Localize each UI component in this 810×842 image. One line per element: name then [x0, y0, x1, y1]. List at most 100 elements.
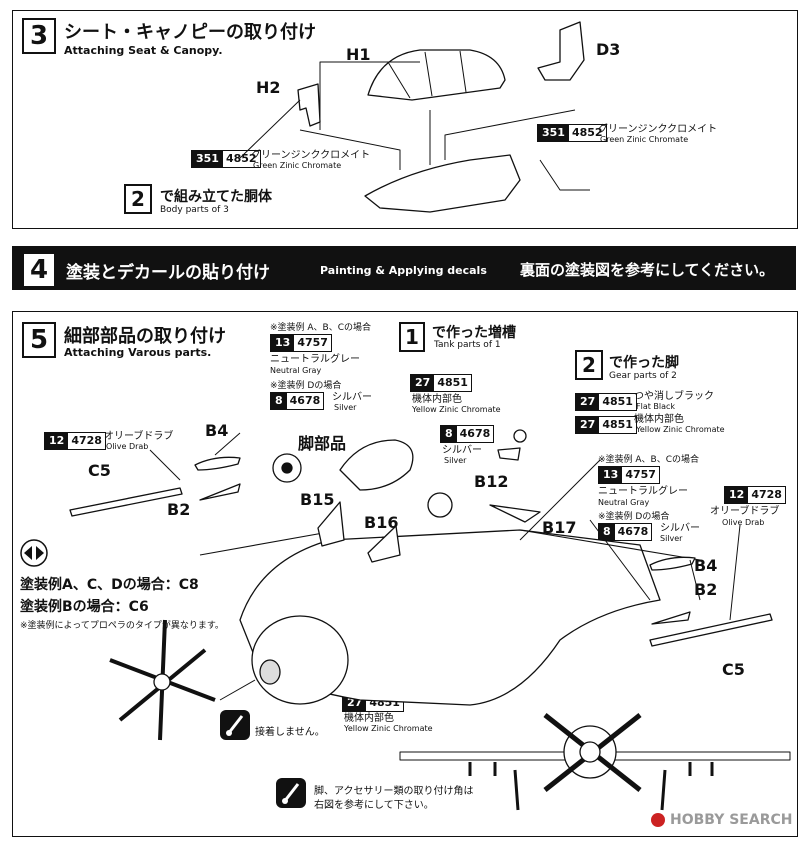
gear-door-b15 — [317, 501, 345, 547]
paint-no: 13 — [599, 467, 623, 483]
tank-step-ref: 1 — [399, 322, 425, 352]
paint-no: 27 — [576, 394, 600, 410]
paint-code: 4851 — [434, 375, 471, 391]
part-label-b17: B17 — [542, 518, 577, 537]
paint-name-ja: グリーンジンククロメイト — [251, 150, 371, 161]
step3-ref-en: Body parts of 3 — [160, 205, 229, 215]
right-note-d: ※塗装例 Dの場合 — [598, 512, 670, 522]
fuselage-drawing — [364, 154, 521, 213]
step3-frame — [12, 10, 798, 229]
paint-code: 4728 — [68, 433, 105, 449]
paint-chip-neutral-gray: 13 4757 — [270, 334, 332, 352]
tank-ref-ja: で作った増槽 — [432, 325, 516, 341]
part-label-b15: B15 — [300, 490, 335, 509]
paint-name-ja: 機体内部色 — [634, 414, 684, 425]
note-abc: ※塗装例 A、B、Cの場合 — [270, 323, 372, 333]
step3-number: 3 — [22, 18, 56, 54]
part-label-h1: H1 — [346, 45, 371, 64]
hobby-search-watermark: HOBBY SEARCH — [670, 812, 793, 828]
angle-note-2: 右図を参考にして下さい。 — [314, 800, 434, 811]
paint-chip-olive-drab-right: 12 4728 — [724, 486, 786, 504]
paint-chip-olive-drab-left: 12 4728 — [44, 432, 106, 450]
note-d: ※塗装例 Dの場合 — [270, 381, 342, 391]
bomb-b4-right — [649, 556, 696, 571]
paint-code: 4757 — [622, 467, 659, 483]
prop-choice-b: 塗装例Bの場合：C6 — [20, 599, 149, 615]
pylon-b2-left — [199, 483, 241, 501]
paint-name-ja: オリーブドラブ — [104, 431, 174, 442]
paint-chip-silver: 8 4678 — [270, 392, 325, 410]
bomb-b4-left — [194, 456, 241, 471]
gear-step-ref: 2 — [575, 350, 603, 380]
pylon-b2-right — [651, 611, 691, 625]
paint-name-en: Yellow Zinic Chromate — [412, 405, 501, 414]
paint-code: 4852 — [222, 151, 260, 167]
paint-name-ja: オリーブドラブ — [710, 506, 780, 517]
paint-no: 27 — [411, 375, 435, 391]
gear-door-b16 — [367, 525, 401, 563]
paint-name-en: Green Zinic Chromate — [253, 161, 342, 170]
paint-no: 27 — [576, 417, 600, 433]
reference-icon — [276, 778, 306, 808]
paint-name-en: Silver — [334, 403, 357, 412]
step5-title-en: Attaching Varous parts. — [64, 346, 212, 359]
paint-code: 4678 — [286, 393, 324, 409]
paint-no: 13 — [271, 335, 295, 351]
gear-parts-label: 脚部品 — [298, 434, 347, 453]
step5-number: 5 — [22, 322, 56, 358]
step3-ref-step: 2 — [124, 184, 152, 214]
paint-name-en: Olive Drab — [106, 442, 149, 451]
part-h2-drawing — [297, 83, 321, 127]
paint-name-en: Silver — [444, 456, 467, 465]
propeller-drawing — [109, 619, 216, 741]
paint-no: 8 — [441, 426, 457, 442]
part-label-b4-right: B4 — [694, 556, 718, 575]
paint-name-ja: 機体内部色 — [412, 394, 462, 405]
paint-no: 8 — [599, 524, 615, 540]
prop-choice-a: 塗装例A、C、Dの場合：C8 — [20, 577, 199, 593]
paint-name-en: Yellow Zinic Chromate — [636, 425, 725, 434]
part-label-b16: B16 — [364, 513, 399, 532]
step4-note: 裏面の塗装図を参考にしてください。 — [520, 261, 775, 279]
step3-ref-ja: で組み立てた胴体 — [160, 189, 272, 205]
paint-chip-step3-right: 351 4852 — [537, 124, 607, 142]
part-label-b12: B12 — [474, 472, 509, 491]
rocket-c5-left — [69, 487, 183, 517]
paint-name-ja: ニュートラルグレー — [598, 486, 688, 497]
no-glue-note: 接着しません。 — [255, 727, 325, 738]
paint-name-en: Yellow Zinic Chromate — [344, 724, 433, 733]
paint-name-en: Flat Black — [636, 402, 676, 411]
paint-code: 4757 — [294, 335, 331, 351]
paint-name-en: Neutral Gray — [270, 366, 322, 375]
direction-icon — [20, 539, 48, 567]
paint-code: 4851 — [599, 417, 636, 433]
paint-code: 4852 — [568, 125, 606, 141]
part-label-c5-right: C5 — [722, 660, 745, 679]
paint-chip-neutral-gray-right: 13 4757 — [598, 466, 660, 484]
paint-chip-silver-mid: 8 4678 — [440, 425, 495, 443]
part-label-b4: B4 — [205, 421, 229, 440]
paint-code: 4678 — [614, 524, 652, 540]
paint-chip-yzc-tank: 27 4851 — [410, 374, 472, 392]
part-label-d3: D3 — [596, 40, 621, 59]
paint-name-en: Olive Drab — [722, 518, 765, 527]
canopy-h1-drawing — [367, 49, 506, 101]
paint-name-ja: つや消しブラック — [634, 391, 714, 402]
step4-title-en: Painting & Applying decals — [320, 264, 487, 277]
paint-name-ja: グリーンジンククロメイト — [598, 124, 718, 135]
paint-name-en: Silver — [660, 534, 683, 543]
step3-title-en: Attaching Seat & Canopy. — [64, 44, 223, 57]
front-view-aircraft — [399, 713, 791, 811]
paint-code: 4678 — [456, 426, 494, 442]
gear-ref-en: Gear parts of 2 — [609, 371, 677, 381]
paint-name-ja: ニュートラルグレー — [270, 354, 360, 365]
gear-b12 — [497, 447, 521, 461]
drop-tank-drawing — [339, 439, 414, 491]
paint-name-ja: シルバー — [332, 392, 372, 403]
angle-note-1: 脚、アクセサリー類の取り付け角は — [314, 786, 474, 797]
paint-name-en: Neutral Gray — [598, 498, 650, 507]
prop-note: ※塗装例によってプロペラのタイプが異なります。 — [20, 621, 224, 631]
step4-title-ja: 塗装とデカールの貼り付け — [66, 263, 270, 283]
paint-chip-step3-left: 351 4852 — [191, 150, 261, 168]
